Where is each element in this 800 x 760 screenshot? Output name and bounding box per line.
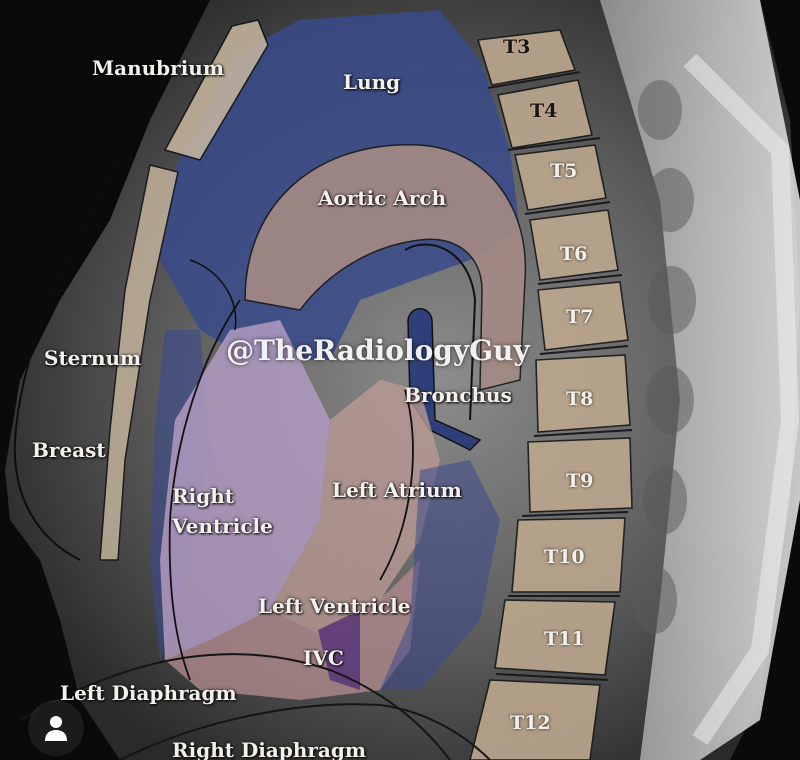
posterior-soft-tissue (600, 0, 800, 760)
label-sternum: Sternum (44, 346, 142, 370)
label-left-atrium: Left Atrium (332, 478, 462, 502)
label-right-ventricle-line1: Right (172, 484, 234, 508)
label-bronchus: Bronchus (404, 383, 512, 407)
label-t9: T9 (566, 470, 594, 492)
sternum-shape (99, 164, 179, 561)
label-right-ventricle-line2: Ventricle (172, 514, 273, 538)
label-t5: T5 (550, 160, 578, 182)
label-t10: T10 (544, 546, 585, 568)
label-t7: T7 (566, 306, 594, 328)
manubrium-shape (163, 19, 269, 161)
label-lung: Lung (343, 70, 401, 94)
label-left-diaphragm: Left Diaphragm (60, 681, 237, 705)
profile-button[interactable] (30, 702, 82, 754)
vertebral-column (469, 29, 633, 760)
label-breast: Breast (32, 438, 106, 462)
label-manubrium: Manubrium (92, 56, 225, 80)
label-ivc: IVC (303, 646, 344, 670)
label-t6: T6 (560, 243, 588, 265)
person-icon (45, 716, 67, 741)
label-t8: T8 (566, 388, 594, 410)
label-t12: T12 (510, 712, 551, 734)
left-diaphragm-line (19, 653, 451, 760)
breast-outline (13, 159, 121, 561)
label-t3: T3 (503, 36, 531, 58)
left-atrium (270, 380, 440, 640)
watermark: @TheRadiologyGuy (226, 334, 530, 367)
label-right-diaphragm: Right Diaphragm (172, 738, 367, 760)
label-aortic-arch: Aortic Arch (318, 186, 447, 210)
right-diaphragm-line (119, 703, 491, 760)
aortic-arch (244, 144, 527, 391)
label-t4: T4 (530, 100, 558, 122)
label-left-ventricle: Left Ventricle (258, 594, 411, 618)
right-ventricle (160, 320, 330, 660)
label-t11: T11 (544, 628, 585, 650)
